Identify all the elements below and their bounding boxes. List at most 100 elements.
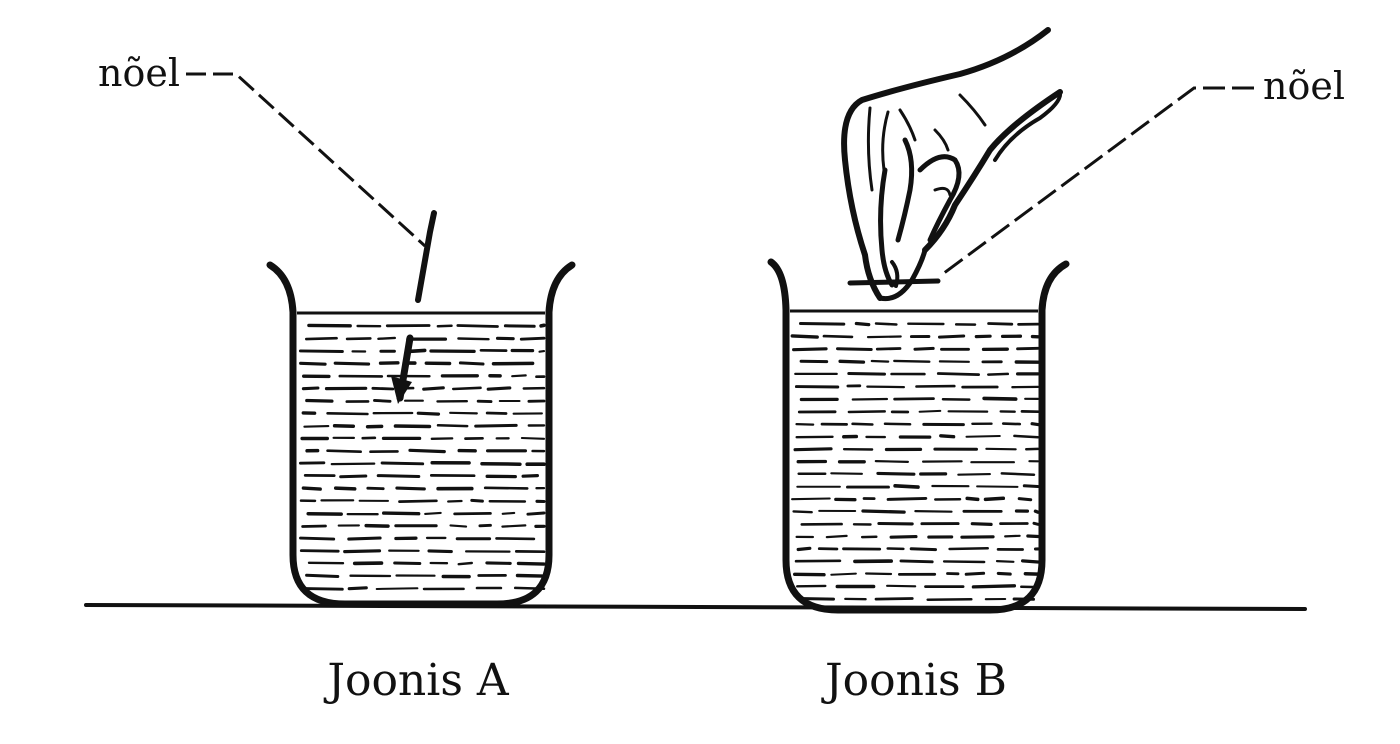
water-hatch-line [982,396,1018,401]
water-hatch-line [936,372,980,377]
water-hatch-line [330,462,376,466]
water-hatch-line [495,537,536,541]
water-hatch-line [373,398,392,403]
water-hatch-line [987,372,1010,376]
water-hatch-line [864,572,893,576]
water-hatch-line [825,534,848,539]
water-hatch-line [883,422,912,426]
water-hatch-line [1000,472,1036,476]
water-hatch-line [899,559,934,564]
water-hatch-line [1016,346,1040,351]
hand-drawing [841,27,1063,302]
water-hatch-line [970,522,993,527]
water-hatch-line [874,460,910,463]
water-hatch-line [851,422,874,426]
water-hatch-line [483,486,529,490]
water-hatch-line [1020,559,1040,564]
water-hatch-line [985,447,1017,451]
needle-b [847,278,941,286]
water-hatch-line [876,471,916,476]
water-hatch-line [1026,534,1040,539]
water-hatch-line [458,361,485,366]
water-hatch-line [398,499,438,503]
caption-b: Joonis B [821,655,1007,706]
water-hatch-line [792,510,813,514]
water-hatch-line [521,474,540,478]
water-hatch-line [326,411,369,416]
water-hatch-line [366,486,385,491]
water-hatch-line [790,334,819,339]
water-hatch-line [449,411,478,415]
figure-a: nõel Joonis A [98,51,576,706]
water-hatch-line [939,434,956,439]
water-hatch-line [422,386,445,391]
water-hatch-line [1030,422,1040,427]
water-hatch-line [382,511,421,516]
water-surface-lines-b [790,321,1040,601]
water-hatch-line [889,535,918,539]
water-hatch-line [836,347,873,351]
water-hatch-line [838,359,866,364]
needle-label-a: nõel [98,51,180,95]
water-hatch-line [795,423,815,426]
water-hatch-line [424,511,442,515]
water-hatch-line [485,411,508,415]
water-hatch-line [408,448,446,454]
figure-b: nõel Joonis B [767,27,1345,706]
water-hatch-line [854,321,871,327]
water-hatch-line [964,571,986,576]
water-hatch-line [416,411,441,416]
water-hatch-line [485,561,512,565]
water-surface-lines-a [298,323,546,591]
water-hatch-line [393,424,432,429]
water-hatch-line [376,474,421,478]
water-hatch-line [301,524,327,528]
water-hatch-line [501,524,527,528]
water-hatch-line [976,485,1019,488]
water-hatch-line [965,496,980,502]
water-hatch-line [987,322,1014,326]
beaker-a [266,261,576,608]
water-hatch-line [1001,422,1022,426]
water-hatch-line [874,322,898,326]
water-hatch-line [799,322,846,326]
water-hatch-line [303,425,330,428]
water-hatch-line [515,573,546,578]
water-hatch-line [343,549,382,554]
water-hatch-line [1033,509,1040,514]
water-hatch-line [449,524,468,528]
water-hatch-line [436,424,469,428]
water-hatch-line [1032,521,1040,526]
arrow-head-a [391,376,412,404]
water-hatch-line [501,511,516,515]
water-hatch-line [305,398,334,403]
water-hatch-line [453,512,492,516]
water-hatch-line [364,523,390,528]
water-hatch-line [909,547,937,552]
water-hatch-line [457,337,490,341]
water-hatch-line [304,336,338,341]
water-hatch-line [893,359,931,363]
needle-a [415,210,437,303]
water-hatch-line [447,499,463,503]
water-hatch-line [393,561,422,565]
water-hatch-line [436,324,453,328]
water-hatch-line [965,435,1001,438]
water-hatch-line [333,486,357,491]
water-hatch-line [847,410,886,414]
water-hatch-line [792,347,828,352]
water-hatch-line [516,561,546,566]
water-hatch-line [539,323,546,328]
water-hatch-line [866,385,906,389]
water-hatch-line [470,498,484,503]
water-hatch-line [893,397,935,401]
water-hatch-line [299,536,336,541]
water-hatch-line [511,374,527,378]
water-hatch-line [796,546,812,552]
water-hatch-line [971,584,1017,589]
water-hatch-line [866,335,902,339]
water-hatch-line [451,386,482,391]
water-hatch-line [793,447,833,452]
water-hatch-line [918,409,942,413]
